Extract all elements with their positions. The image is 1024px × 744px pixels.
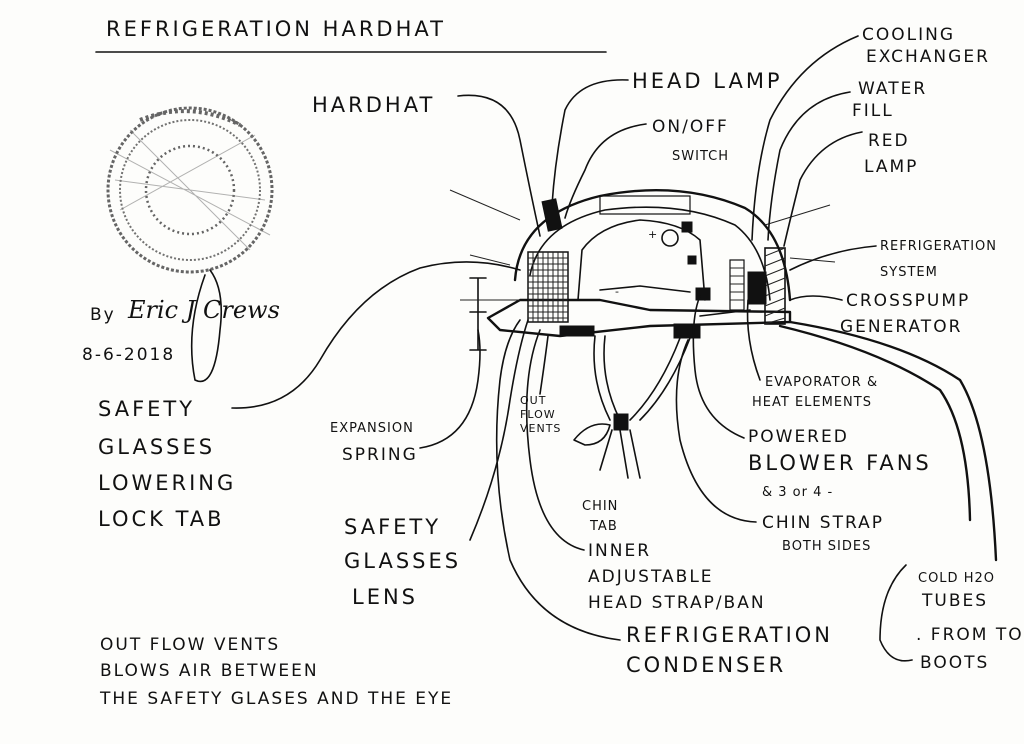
label-cold-tubes-2: TUBES [921, 591, 988, 611]
label-out-flow-vents-1: OUT [520, 394, 546, 407]
label-red-lamp-1: RED [868, 131, 910, 151]
label-out-flow-vents-2: FLOW [520, 408, 556, 421]
label-head-strap-1: INNER [588, 541, 651, 561]
label-safety-glasses-lens-1: SAFETY [344, 515, 441, 539]
label-head-strap-2: ADJUSTABLE [588, 567, 714, 587]
label-cooling-exchanger-2: EXCHANGER [866, 47, 990, 67]
leader-head-lamp [551, 79, 629, 206]
label-expansion-spring-1: EXPANSION [330, 421, 414, 436]
label-cold-tubes-1: COLD H2O [918, 571, 995, 586]
label-chin-tab-2: TAB [589, 519, 618, 534]
label-expansion-spring-2: SPRING [342, 445, 418, 465]
label-head-strap-3: HEAD STRAP/BAN [588, 593, 766, 613]
label-out-flow-vents-3: VENTS [520, 422, 561, 435]
chin-strap-left [593, 335, 621, 421]
note-line-2: BLOWS AIR BETWEEN [100, 661, 319, 681]
author-date: 8-6-2018 [82, 345, 175, 365]
cold-tube-1 [788, 320, 998, 562]
head-lamp [541, 198, 563, 232]
note-line-1: OUT FLOW VENTS [100, 635, 280, 655]
label-blower-fans-3: & 3 or 4 - [762, 485, 833, 500]
leader-cold-tubes [879, 564, 913, 662]
label-crosspump-generator-1: CROSSPUMP [846, 291, 970, 311]
leader-water-fill [767, 91, 851, 241]
leader-red-lamp [783, 131, 863, 247]
label-crosspump-generator-2: GENERATOR [840, 317, 962, 337]
label-head-lamp: HEAD LAMP [632, 69, 783, 93]
label-on-off-switch-2: SWITCH [672, 149, 729, 164]
seal-stamp [106, 106, 274, 274]
label-red-lamp-2: LAMP [864, 157, 918, 177]
leader-cooling-exchanger [751, 35, 859, 241]
label-safety-glasses-lens-3: LENS [352, 585, 418, 609]
label-cooling-exchanger-1: COOLING [862, 25, 955, 45]
diagram-title: REFRIGERATION HARDHAT [106, 17, 446, 41]
label-on-off-switch-1: ON/OFF [652, 117, 729, 137]
label-safety-glasses-tab-2: GLASSES [98, 435, 215, 459]
label-chin-tab-1: CHIN [582, 499, 618, 514]
cold-tube-2 [778, 324, 972, 522]
leader-head-strap [525, 329, 585, 551]
label-chin-strap-1: CHIN STRAP [762, 513, 884, 533]
label-evaporator-1: EVAPORATOR & [765, 375, 878, 390]
svg-text:-: - [615, 285, 620, 298]
leader-condenser [495, 319, 621, 641]
label-chin-strap-2: BOTH SIDES [782, 539, 871, 554]
label-blower-fans-1: POWERED [748, 427, 849, 447]
label-hardhat: HARDHAT [312, 93, 435, 117]
leader-out-flow-vents [539, 335, 549, 395]
expansion-spring-marks [469, 277, 487, 351]
leader-crosspump-generator [789, 295, 843, 301]
label-refrigeration-system-2: SYSTEM [880, 265, 938, 280]
label-safety-glasses-tab-3: LOWERING [98, 471, 236, 495]
by-label: By [90, 305, 116, 325]
label-safety-glasses-tab-1: SAFETY [98, 397, 195, 421]
leader-expansion-spring [419, 329, 481, 449]
chin-tab [613, 413, 629, 431]
label-safety-glasses-lens-2: GLASSES [344, 549, 461, 573]
leader-blower-fans [692, 295, 745, 439]
leader-evaporator [746, 299, 761, 381]
author-signature: Eric J Crews [127, 296, 280, 324]
label-water-fill-1: WATER [858, 79, 927, 99]
label-condenser-1: REFRIGERATION [626, 623, 833, 647]
svg-text:+: + [648, 228, 658, 241]
leader-on-off-switch [564, 123, 647, 219]
signature-flourish [190, 269, 223, 383]
leader-refrigeration-system [789, 245, 877, 271]
leader-chin-strap [675, 339, 757, 523]
label-condenser-2: CONDENSER [626, 653, 786, 677]
leader-hardhat [457, 94, 541, 237]
leader-safety-glasses-lens [469, 319, 529, 541]
leader-safety-glasses-tab [231, 261, 521, 409]
label-evaporator-2: HEAT ELEMENTS [752, 395, 872, 410]
label-cold-tubes-3: . FROM TO [916, 625, 1024, 645]
label-water-fill-2: FILL [852, 101, 894, 121]
label-blower-fans-2: BLOWER FANS [748, 451, 932, 475]
safety-glasses-lens-grid [527, 251, 569, 323]
chin-strap-right [629, 337, 691, 421]
label-safety-glasses-tab-4: LOCK TAB [98, 507, 225, 531]
label-cold-tubes-4: BOOTS [920, 653, 989, 673]
label-refrigeration-system-1: REFRIGERATION [880, 239, 997, 254]
note-line-3: THE SAFETY GLASES AND THE EYE [99, 689, 453, 709]
